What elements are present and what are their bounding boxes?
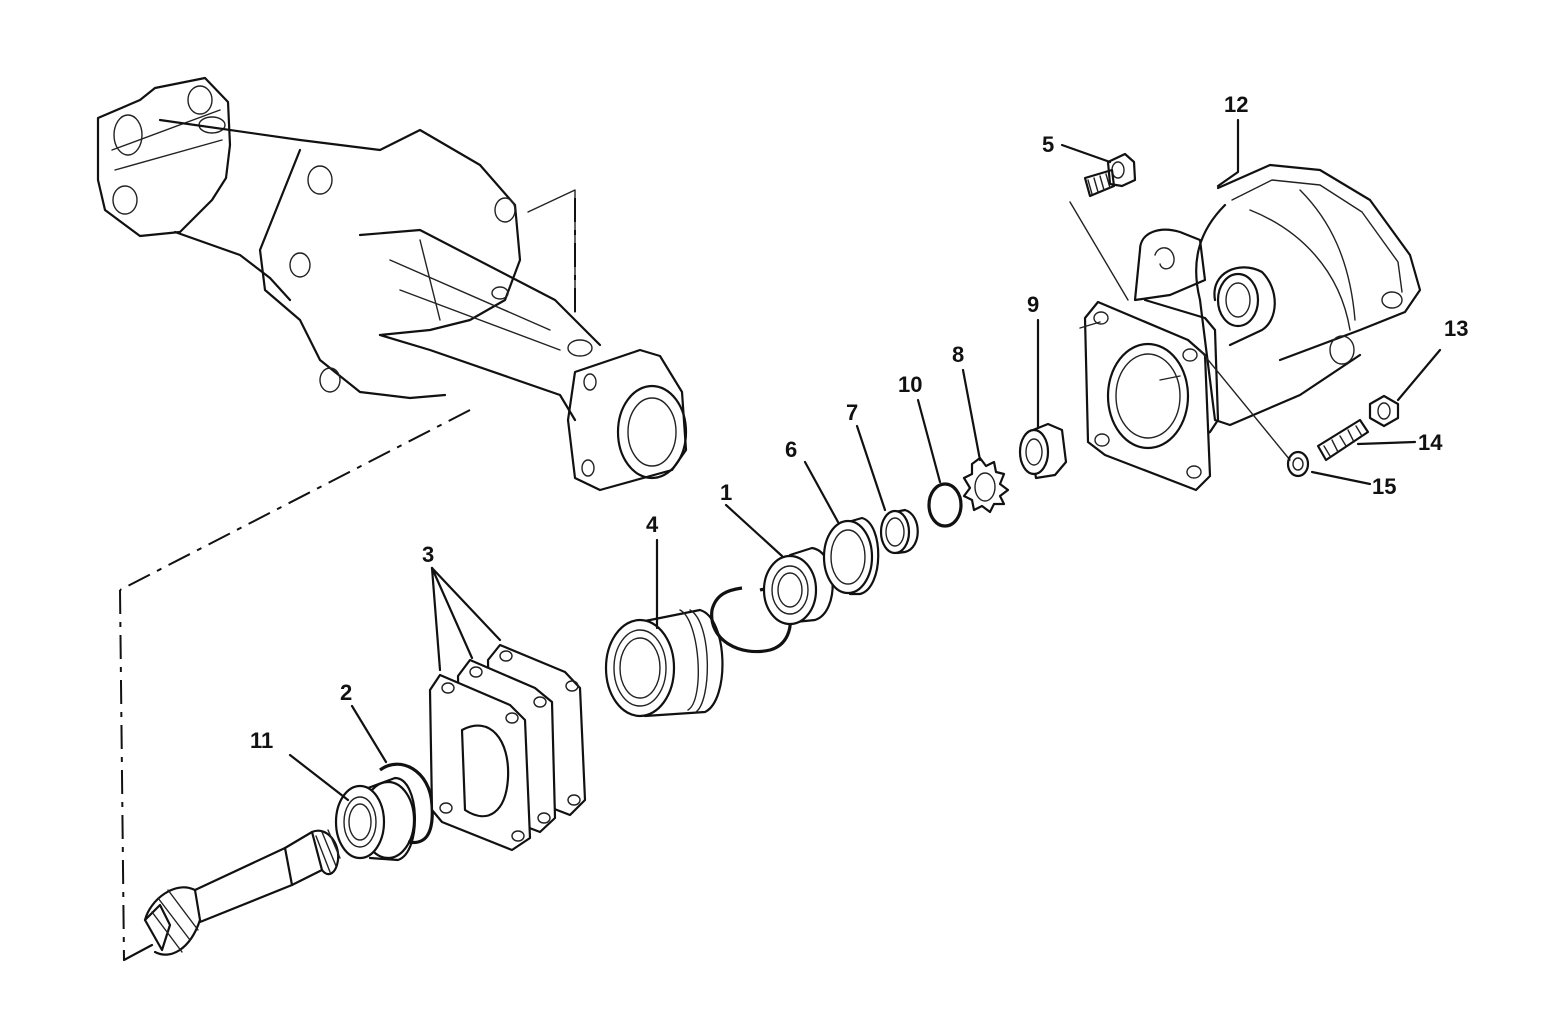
callout-3: 3 <box>422 542 434 567</box>
shims-3 <box>428 643 587 852</box>
leader-lines <box>288 118 1442 802</box>
bearing-1 <box>762 546 834 626</box>
callout-4: 4 <box>646 512 659 537</box>
pinion-shaft <box>143 829 341 956</box>
callout-12: 12 <box>1224 92 1248 117</box>
bearing-11 <box>334 776 416 862</box>
callout-1: 1 <box>720 480 732 505</box>
bolt-5 <box>1069 152 1137 301</box>
bearing-carrier-4 <box>604 608 724 718</box>
callout-10: 10 <box>898 372 922 397</box>
callout-9: 9 <box>1027 292 1039 317</box>
o-ring-10 <box>927 482 963 528</box>
transmission-housing <box>96 76 688 492</box>
callout-labels: 1 2 3 4 5 6 7 8 9 10 11 12 13 14 15 <box>250 92 1468 753</box>
adapter-housing-12 <box>1079 163 1422 492</box>
callout-5: 5 <box>1042 132 1054 157</box>
callout-13: 13 <box>1444 316 1468 341</box>
nut-9 <box>1018 422 1068 480</box>
lock-washer-8 <box>962 456 1010 514</box>
callout-7: 7 <box>846 400 858 425</box>
callout-6: 6 <box>785 437 797 462</box>
callout-2: 2 <box>340 680 352 705</box>
seal-6 <box>822 516 880 596</box>
assembly-centerlines <box>119 189 576 962</box>
stud-nut-washer <box>1199 349 1400 478</box>
spacer-7 <box>879 508 919 555</box>
callout-14: 14 <box>1418 430 1443 455</box>
callout-8: 8 <box>952 342 964 367</box>
callout-15: 15 <box>1372 474 1396 499</box>
callout-11: 11 <box>250 728 273 753</box>
